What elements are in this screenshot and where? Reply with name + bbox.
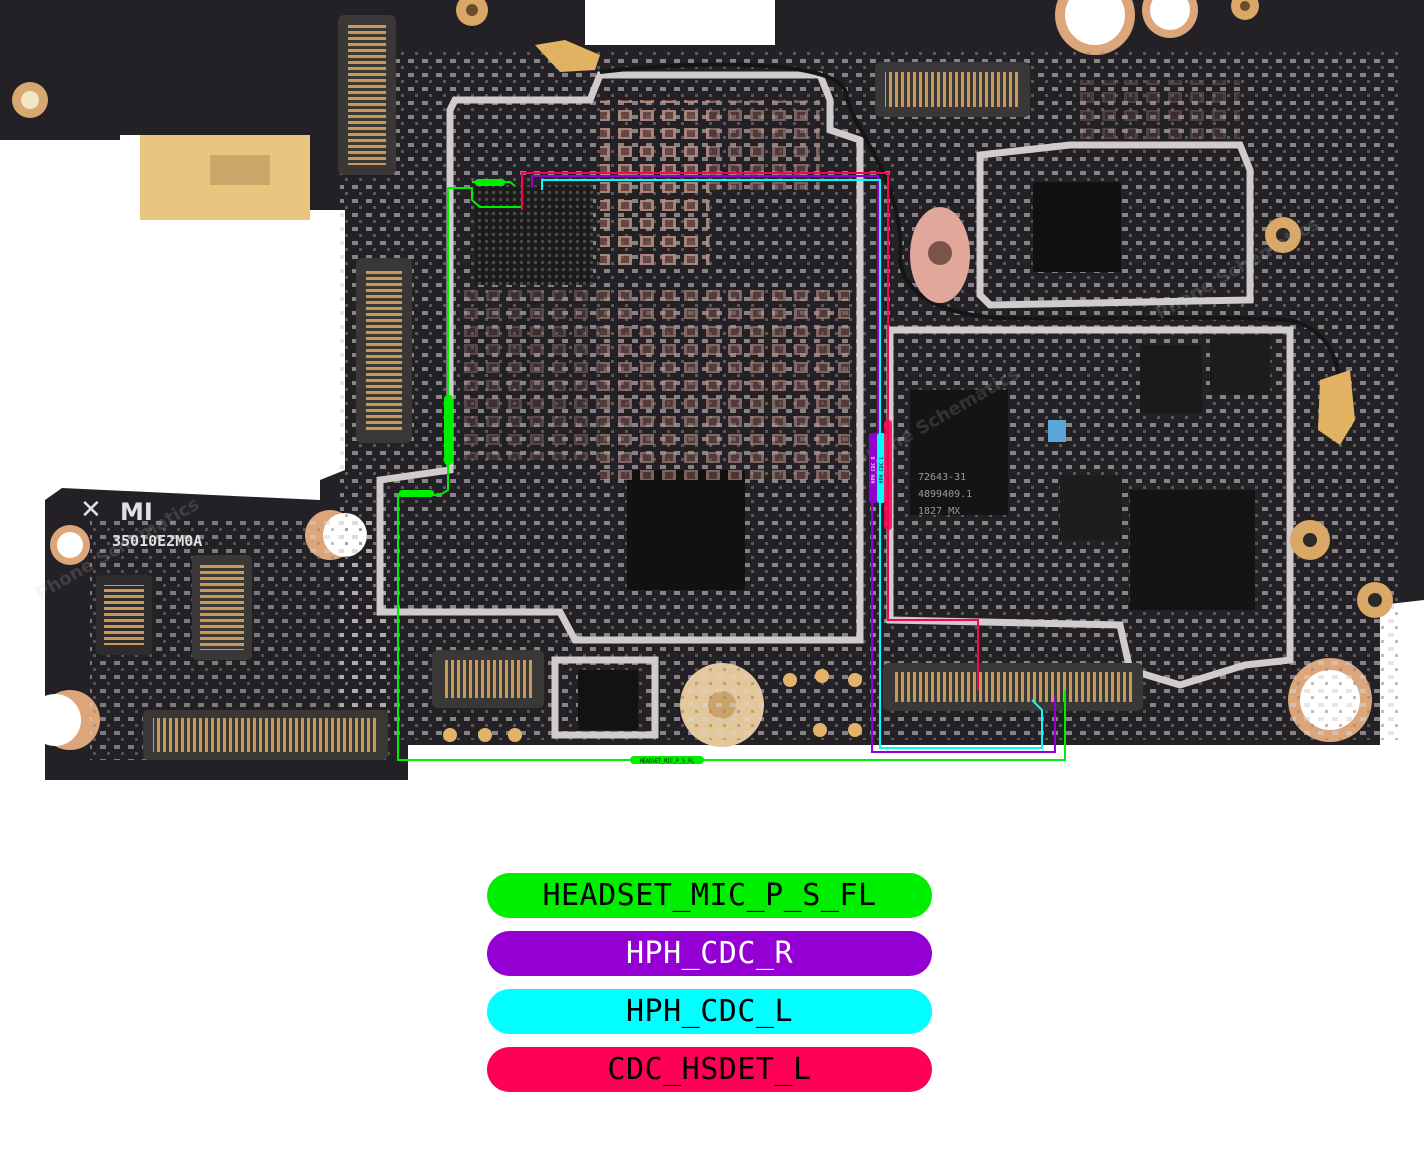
svg-text:✕: ✕	[80, 495, 102, 525]
legend-label: HPH_CDC_R	[625, 936, 794, 971]
trace-cdc-hsdet	[521, 172, 979, 690]
legend-label: CDC_HSDET_L	[607, 1052, 812, 1087]
test-pads	[443, 669, 862, 742]
integrated-circuits	[475, 182, 1270, 730]
svg-text:35010E2M0A: 35010E2M0A	[112, 532, 202, 550]
svg-text:MI: MI	[120, 498, 153, 526]
capacitor-cluster	[600, 100, 710, 270]
legend-label: HPH_CDC_L	[625, 994, 794, 1029]
rf-connectors	[1265, 217, 1393, 618]
legend-item-hph-cdc-l: HPH_CDC_L	[487, 989, 932, 1034]
silkscreen: ✕ MI 35010E2M0A 72643-31 4899409.1 1827 …	[80, 472, 972, 550]
svg-text:HEADSET_MIC_P_S_FL: HEADSET_MIC_P_S_FL	[640, 759, 694, 765]
trace-hph-cdc-l	[541, 179, 1043, 749]
svg-text:72643-31: 72643-31	[918, 472, 966, 483]
trace-labels: HEADSET_MIC_P_S_FL HPH_CDC_R HPH_CDC_L	[399, 179, 892, 765]
coax-cable	[599, 62, 1342, 401]
legend-item-cdc-hsdet: CDC_HSDET_L	[487, 1047, 932, 1092]
legend-label: HEADSET_MIC_P_S_FL	[542, 878, 877, 913]
svg-text:4899409.1: 4899409.1	[918, 489, 972, 500]
trace-headset-mic	[397, 187, 1066, 761]
legend-item-headset-mic: HEADSET_MIC_P_S_FL	[487, 873, 932, 918]
antenna-contacts	[535, 40, 1355, 445]
svg-text:HPH_CDC_R: HPH_CDC_R	[871, 455, 877, 483]
legend-item-hph-cdc-r: HPH_CDC_R	[487, 931, 932, 976]
shield-frames	[376, 71, 1294, 739]
svg-text:1827 MX: 1827 MX	[918, 506, 960, 517]
board-connectors	[96, 15, 1143, 760]
svg-text:HPH_CDC_L: HPH_CDC_L	[879, 456, 885, 483]
pcb-board-photo: ✕ MI 35010E2M0A 72643-31 4899409.1 1827 …	[0, 0, 1424, 780]
